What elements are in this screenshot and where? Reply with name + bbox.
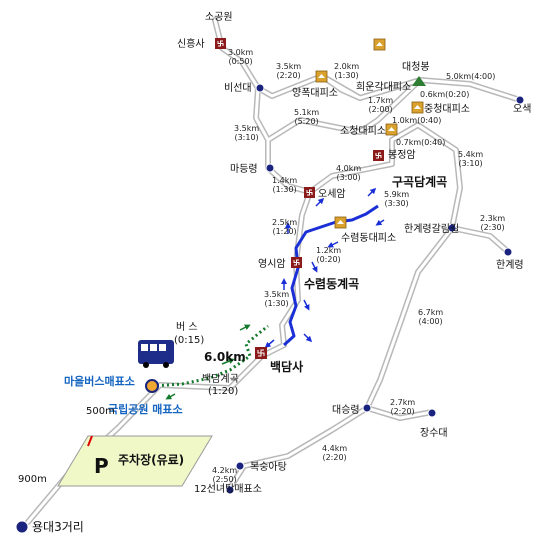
place-hangyeryeong-junction: 한계령갈림길 <box>404 224 460 235</box>
place-huiun: 희운각대피소 <box>356 82 412 93</box>
dist-daecheong-jungcheong: 0.6km(0:20) <box>420 90 470 99</box>
node-biseondae[interactable] <box>255 83 265 93</box>
dist-gugokdam: 5.9km (3:30) <box>384 190 410 208</box>
place-jungcheong: 중청대피소 <box>424 104 470 115</box>
bus-icon <box>138 340 174 368</box>
dist-yeongsi-suryeom: 1.2km (0:20) <box>316 246 342 264</box>
dist-junction-daeseung: 6.7km (4:00) <box>418 308 444 326</box>
dist-bus-time: (0:15) <box>174 335 205 346</box>
dist-jungcheong-hangyeryeong: 5.4km (3:10) <box>458 150 484 168</box>
place-bongjeongam: 봉정암 <box>388 150 416 161</box>
dist-daeseung-boksonga: 4.4km (2:20) <box>322 444 348 462</box>
dist-jungcheong-socheong: 1.0km(0:40) <box>392 116 442 125</box>
place-hangyeryeong: 한계령 <box>496 260 524 271</box>
peak-icon-daecheongbong <box>412 76 426 86</box>
dist-socheong-bongjeong: 0.7km(0:40) <box>396 138 446 147</box>
dist-daecheong-osaek: 5.0km(4:00) <box>446 72 496 81</box>
parking-p: P <box>94 454 109 478</box>
dist-boksonga-sibi: 4.2km (2:50) <box>212 466 238 484</box>
place-socheong: 소청대피소 <box>340 126 386 137</box>
dist-osae-bongjeong: 4.0km (3:00) <box>336 164 362 182</box>
place-biseondae: 비선대 <box>224 83 252 94</box>
node-hangyeryeong-junction[interactable] <box>447 223 457 233</box>
node-hangyeryeong[interactable] <box>503 247 513 257</box>
node-yongdae[interactable] <box>15 520 29 534</box>
node-boksonga[interactable] <box>235 461 245 471</box>
dist-biseondae-madeung: 3.5km (3:10) <box>234 124 260 142</box>
dist-500m: 500m <box>86 406 115 417</box>
place-madeungryeong: 마등령 <box>230 164 258 175</box>
place-yangpok: 양폭대피소 <box>292 88 338 99</box>
dist-yangpok-huiun: 2.0km (1:30) <box>334 62 360 80</box>
location-nodes <box>15 83 525 534</box>
place-osaeam: 오세암 <box>318 189 346 200</box>
dist-biseondae-yangpok: 3.5km (2:20) <box>276 62 302 80</box>
place-national-park: 국립공원 매표소 <box>108 403 183 416</box>
dist-green-6km: 6.0km <box>204 350 246 364</box>
place-gugokdam: 구곡담계곡 <box>392 175 448 189</box>
baekdam-suryeomdong-trail <box>282 204 379 347</box>
dist-baekdam-valley-time: (1:20) <box>208 386 239 397</box>
place-daecheongbong: 대청봉 <box>402 62 430 73</box>
parking-flag <box>87 435 93 447</box>
node-madeungryeong[interactable] <box>265 163 275 173</box>
dist-huiun-socheong: 1.7km (2:00) <box>368 96 394 114</box>
place-yongdae: 용대3거리 <box>32 520 84 534</box>
place-daeseungryeong: 대승령 <box>332 405 360 416</box>
place-jangsudae: 장수대 <box>420 428 448 439</box>
dist-yeongsi-osae: 2.5km (1:20) <box>272 218 298 236</box>
place-maeul-bus: 마을버스매표소 <box>64 375 135 388</box>
place-boksonga: 복숭아탕 <box>250 462 287 473</box>
direction-arrows-blue <box>264 187 385 348</box>
dist-madeung-osae: 1.4km (1:30) <box>272 176 298 194</box>
dist-900m: 900m <box>18 474 47 485</box>
place-osaek: 오색 <box>513 104 532 115</box>
dist-sogongwon-sinheungsa: 3.0km (0:50) <box>228 48 254 66</box>
node-jangsudae[interactable] <box>427 408 437 418</box>
node-national-park-ticket[interactable] <box>145 379 159 393</box>
place-suryeomdong-shelter: 수렴동대피소 <box>341 233 397 244</box>
node-daeseungryeong[interactable] <box>362 403 372 413</box>
dist-baekdam-yeongsi: 3.5km (1:30) <box>264 290 290 308</box>
direction-arrows-green <box>165 324 251 400</box>
node-sibiseonnyeo[interactable] <box>225 485 235 495</box>
dist-madeung-osae-top: 5.1km (5:20) <box>294 108 320 126</box>
place-baekdam-valley: 백담계곡 <box>202 374 239 385</box>
trail-network-fill <box>26 18 522 524</box>
place-sogongwon: 소공원 <box>205 12 233 23</box>
place-yeongsiam: 영시암 <box>258 259 286 270</box>
place-sibiseonnyeo: 12선녀탕매표소 <box>194 484 262 495</box>
place-bus: 버 스 <box>176 322 198 333</box>
parking-lot <box>57 435 213 487</box>
dist-hangyeryeong-side: 2.3km (2:30) <box>480 214 506 232</box>
place-sinheungsa: 신흥사 <box>177 39 205 50</box>
bus-route-dotted <box>151 324 269 388</box>
place-baekdamsa: 백담사 <box>270 360 304 374</box>
place-parking: 주차장(유료) <box>118 453 185 467</box>
dist-daeseung-jangsu: 2.7km (2:20) <box>390 398 416 416</box>
node-osaek[interactable] <box>515 95 525 105</box>
place-suryeomdong-valley: 수렴동계곡 <box>304 277 360 291</box>
